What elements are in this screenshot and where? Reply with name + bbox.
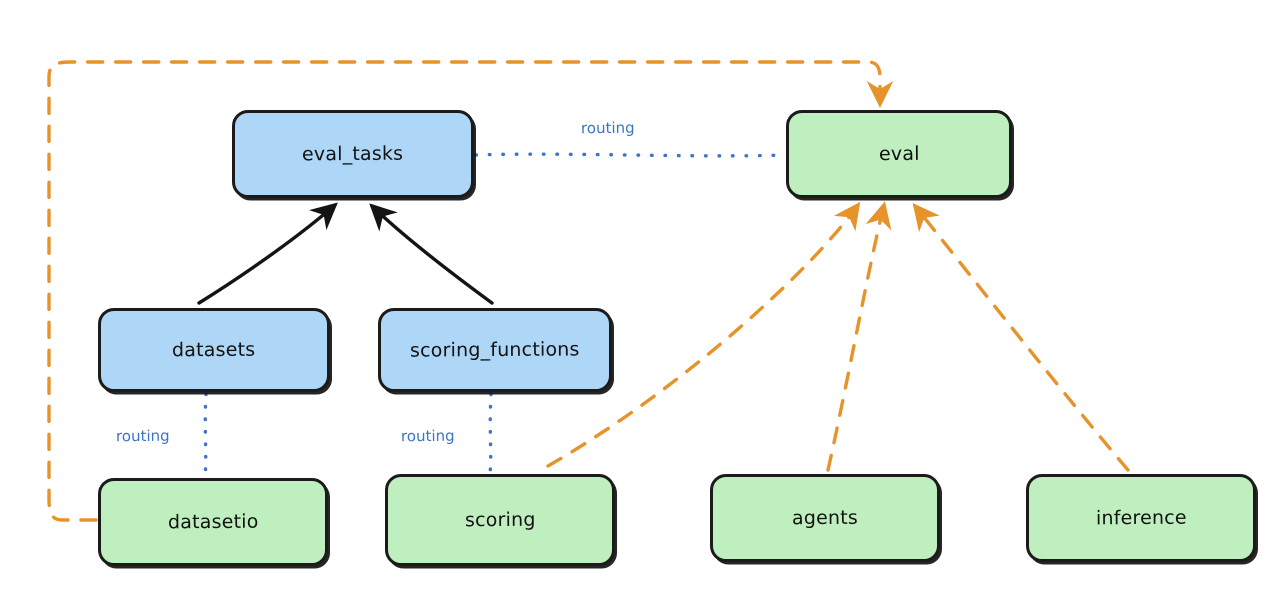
node-label: scoring — [464, 508, 536, 531]
edge-label-routing-eval-tasks: routing — [577, 117, 638, 139]
node-label: eval_tasks — [302, 142, 404, 165]
edge-agents-to-eval — [826, 201, 892, 472]
node-label: agents — [791, 506, 859, 529]
node-scoring-functions[interactable]: scoring_functions — [378, 308, 612, 392]
node-label: datasetio — [167, 510, 259, 533]
node-label: eval — [878, 142, 920, 165]
edge-eval-tasks-to-eval — [474, 152, 786, 158]
edge-datasets-to-eval-tasks — [197, 202, 338, 305]
node-label: inference — [1095, 506, 1187, 529]
edge-label-routing-datasets: routing — [112, 425, 173, 447]
edge-datasets-to-datasetio — [203, 392, 208, 479]
node-scoring[interactable]: scoring — [385, 474, 615, 566]
node-agents[interactable]: agents — [710, 474, 940, 562]
node-eval-tasks[interactable]: eval_tasks — [232, 110, 474, 198]
edge-scoring-functions-to-eval-tasks — [369, 203, 494, 305]
node-label: scoring_functions — [410, 337, 580, 362]
node-inference[interactable]: inference — [1026, 474, 1256, 562]
edge-inference-to-eval — [912, 203, 1130, 472]
node-label: datasets — [172, 338, 256, 361]
node-datasets[interactable]: datasets — [98, 308, 330, 392]
node-eval[interactable]: eval — [786, 110, 1012, 198]
edge-scoring-functions-to-scoring — [488, 392, 493, 475]
node-datasetio[interactable]: datasetio — [98, 478, 328, 566]
edge-label-routing-scoring-functions: routing — [397, 425, 458, 447]
